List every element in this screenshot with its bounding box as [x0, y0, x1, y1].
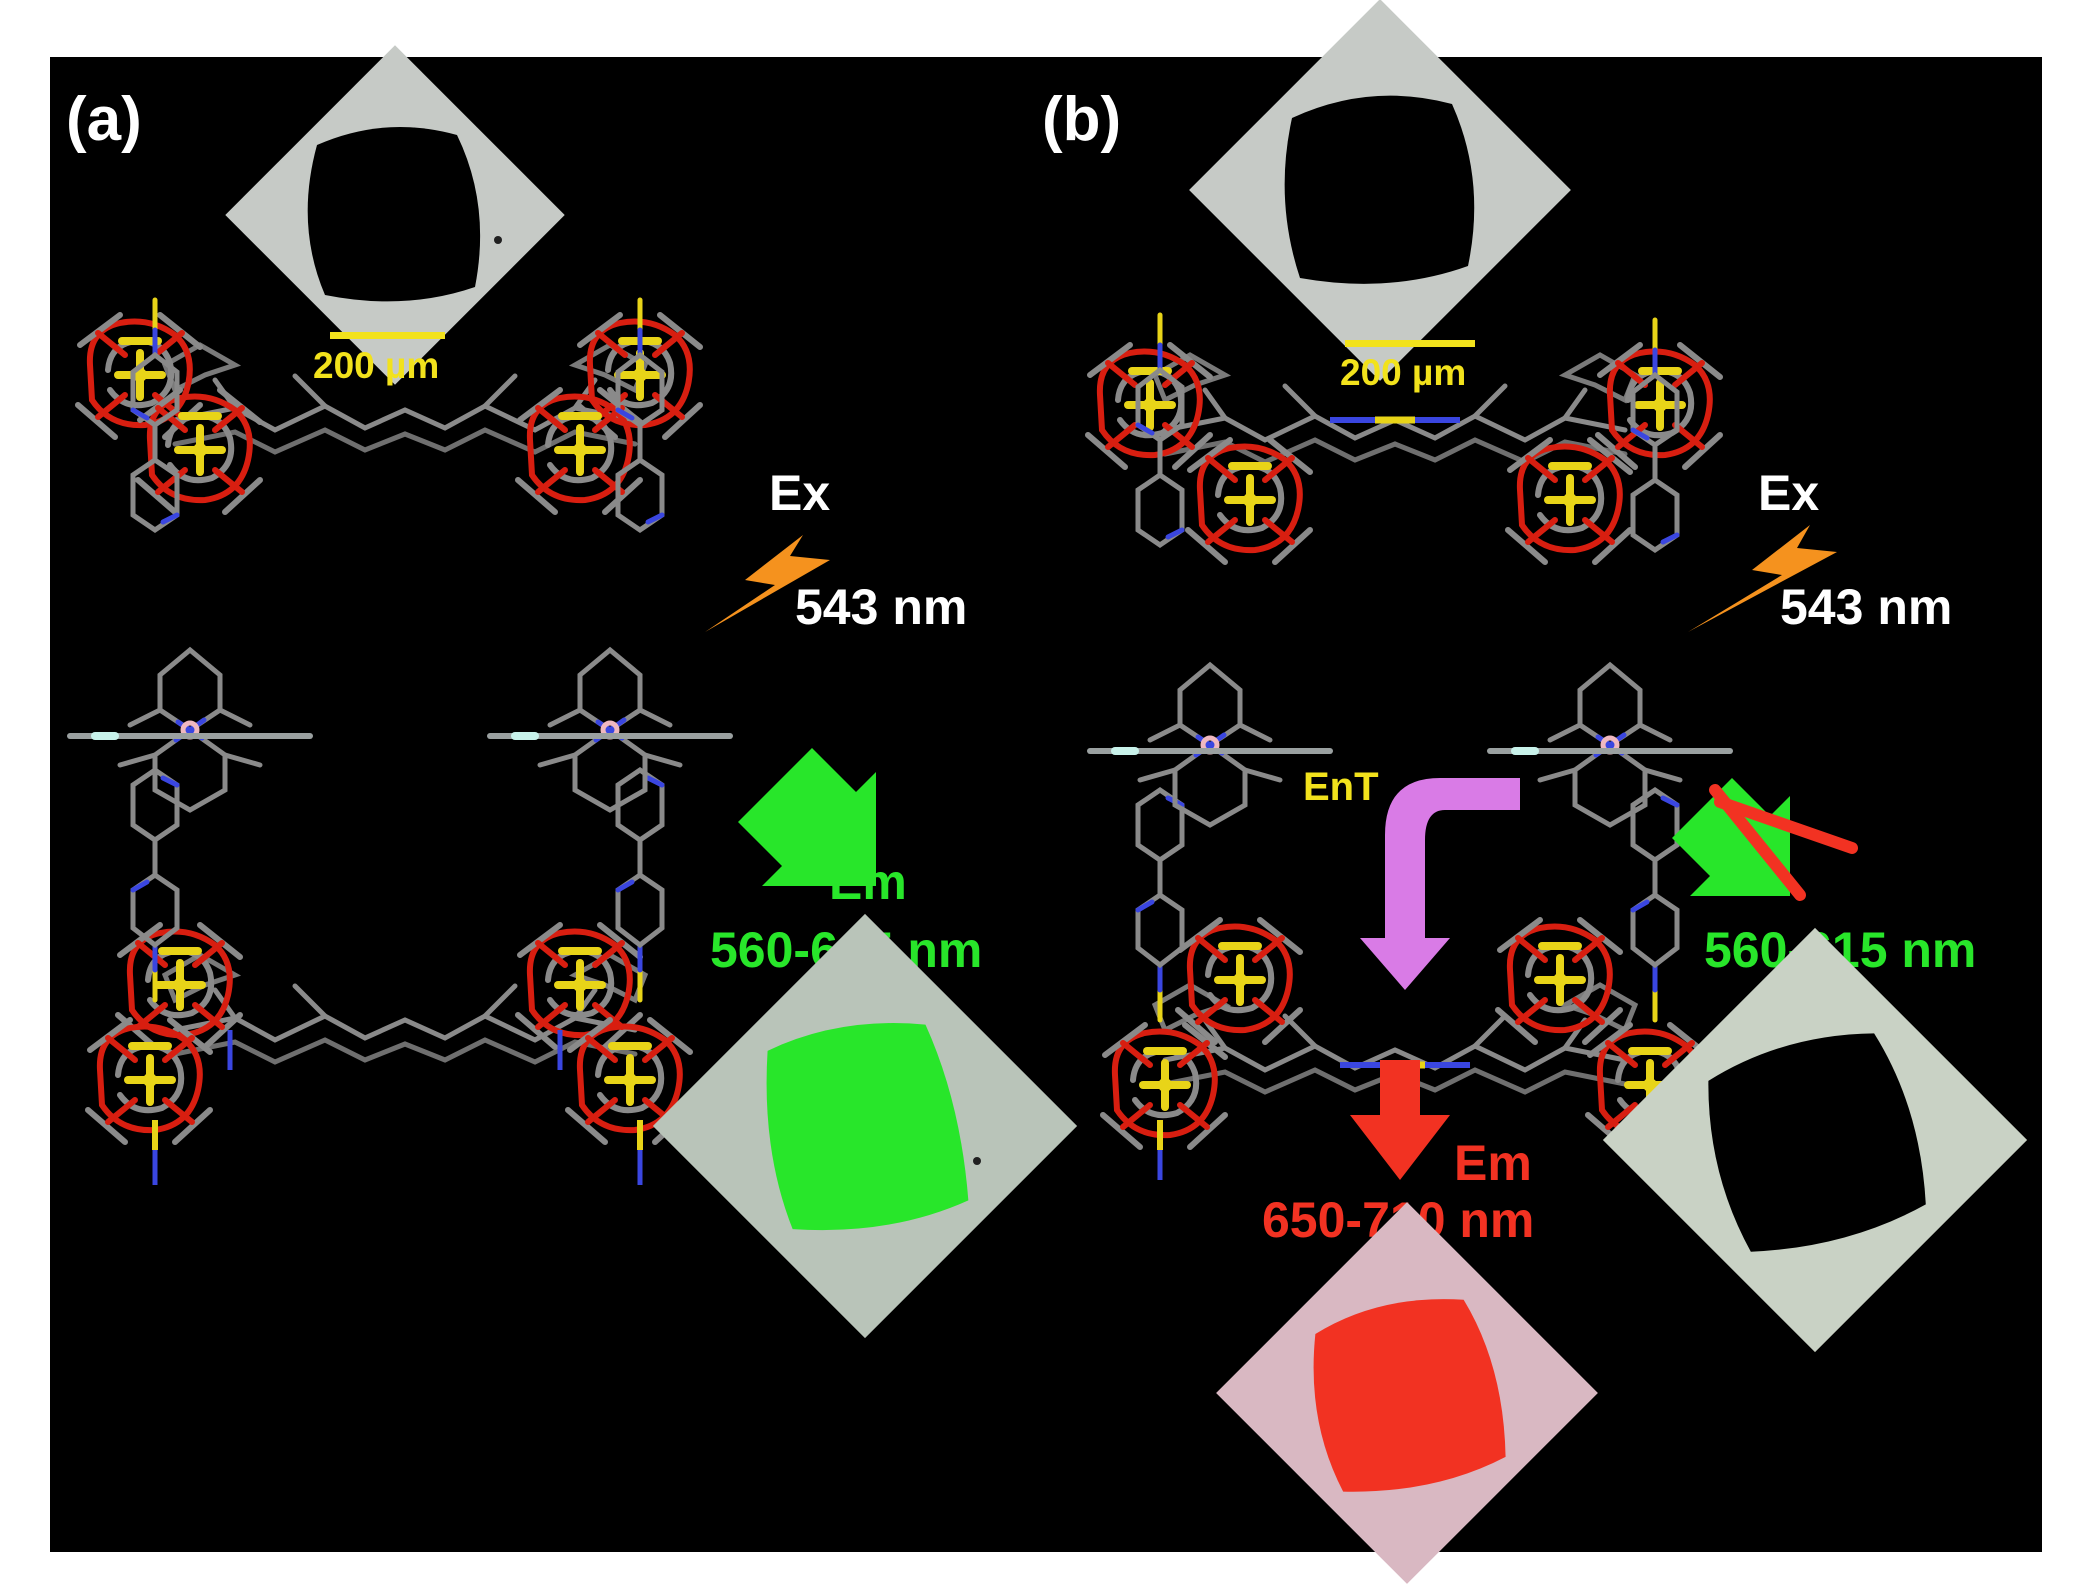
panel-a-label: (a): [66, 85, 142, 154]
energy-transfer-arrow-icon: [1360, 778, 1520, 990]
panel-b-label: (b): [1042, 85, 1121, 154]
panel-b-emission-label: Em: [1454, 1135, 1532, 1191]
panel-a-scale-label: 200 µm: [313, 345, 439, 386]
panel-b-scale-bar: [1345, 340, 1475, 347]
panel-a-scale-bar: [330, 332, 445, 339]
panel-a-excitation-label: Ex: [769, 465, 830, 521]
panel-a-excitation-wavelength: 543 nm: [795, 579, 967, 635]
panel-a-emission-label: Em: [829, 854, 907, 910]
emission-arrow-icon: [1350, 1060, 1450, 1180]
panel-a-top-crystal: [225, 45, 565, 385]
panel-b-ent-label: EnT: [1303, 765, 1379, 809]
cross-mark-icon: [1709, 784, 1858, 901]
panel-b-quenched-emission-arrow: [1672, 778, 1790, 896]
emission-arrow-icon: [738, 748, 876, 886]
panel-b-excitation-label: Ex: [1758, 465, 1819, 521]
panel-b-excitation-wavelength: 543 nm: [1780, 579, 1952, 635]
panel-a-framework: [70, 300, 730, 1185]
lightning-bolt-icon: [705, 535, 830, 632]
lightning-bolt-icon: [1688, 525, 1837, 632]
panel-b-scale-label: 200 µm: [1340, 352, 1466, 393]
